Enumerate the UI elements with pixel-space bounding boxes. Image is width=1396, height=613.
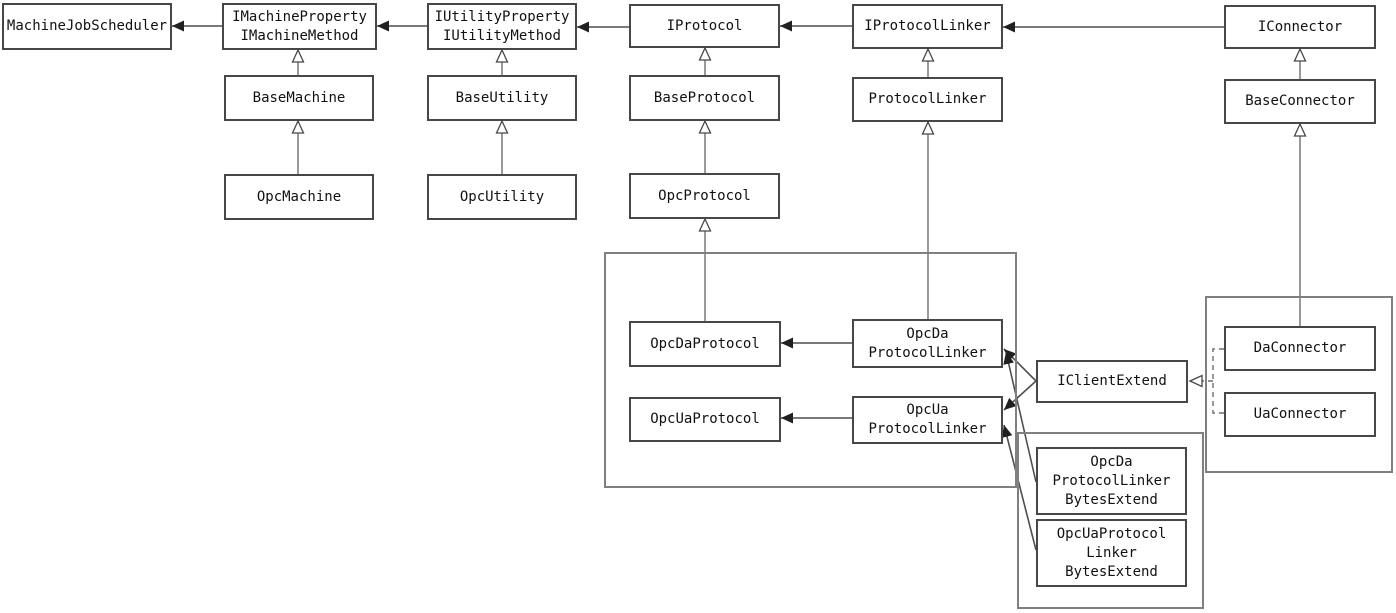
node-label: UaConnector (1253, 406, 1347, 422)
node-opc-utility[interactable]: OpcUtility (427, 174, 577, 220)
node-da-connector[interactable]: DaConnector (1224, 326, 1376, 371)
node-label: IProtocolLinker (864, 18, 991, 34)
edge-opc-ua-protocol-linker-bytes-extend--opc-ua-protocol-linker (1001, 424, 1037, 551)
edge-opc-da-protocol-linker-bytes-extend--opc-da-protocol-linker (1003, 351, 1037, 483)
node-base-utility[interactable]: BaseUtility (427, 75, 577, 121)
edge-group (172, 20, 1307, 551)
node-protocol-linker[interactable]: ProtocolLinker (852, 77, 1003, 122)
node-label: IConnector (1257, 18, 1343, 35)
node-label: OpcUaProtocol (1056, 525, 1167, 542)
node-label: BaseConnector (1245, 93, 1355, 109)
node-label: IProtocol (666, 17, 743, 34)
node-label: OpcDa (906, 325, 949, 342)
node-opc-ua-protocol[interactable]: OpcUaProtocol (629, 397, 781, 442)
node-label: OpcUtility (459, 188, 545, 205)
node-i-protocol-linker[interactable]: IProtocolLinker (852, 4, 1003, 49)
node-label: BytesExtend (1065, 491, 1158, 508)
node-label: OpcUaProtocol (650, 411, 760, 427)
node-machine-job-scheduler[interactable]: MachineJobScheduler (2, 3, 172, 50)
node-i-connector[interactable]: IConnector (1224, 5, 1376, 49)
node-label: OpcProtocol (658, 187, 751, 204)
node-label: MachineJobScheduler (6, 18, 168, 34)
node-label: OpcDaProtocol (650, 335, 760, 352)
node-label: IUtilityProperty (434, 8, 570, 25)
node-label: OpcDa (1090, 453, 1133, 470)
node-i-protocol[interactable]: IProtocol (629, 4, 780, 48)
node-base-protocol[interactable]: BaseProtocol (629, 75, 780, 121)
node-opc-protocol[interactable]: OpcProtocol (629, 173, 780, 219)
node-opc-machine[interactable]: OpcMachine (224, 174, 374, 220)
node-label: DaConnector (1253, 340, 1347, 356)
node-label: BaseMachine (252, 89, 346, 106)
node-label: IMachineMethod (240, 27, 359, 44)
node-opc-da-protocol[interactable]: OpcDaProtocol (629, 321, 781, 367)
node-label: OpcUa (906, 402, 949, 418)
node-label: ProtocolLinker (1052, 472, 1171, 489)
node-label: Linker (1086, 544, 1137, 561)
bytes-extend-group[interactable] (1017, 432, 1204, 609)
node-label: BaseProtocol (653, 89, 756, 106)
node-label: OpcMachine (256, 188, 342, 205)
node-i-client-extend[interactable]: IClientExtend (1036, 360, 1188, 403)
node-ua-connector[interactable]: UaConnector (1224, 392, 1376, 437)
node-label: BytesExtend (1065, 563, 1158, 580)
node-label: ProtocolLinker (868, 421, 987, 437)
connector-group[interactable] (1205, 296, 1393, 473)
node-label: IMachineProperty (232, 8, 367, 25)
node-label: ProtocolLinker (868, 344, 987, 361)
node-label: BaseUtility (455, 89, 549, 106)
node-base-machine[interactable]: BaseMachine (224, 75, 374, 121)
edge-i-client-extend--opc-ua-protocol-linker (1003, 380, 1037, 411)
node-label: ProtocolLinker (868, 91, 987, 107)
node-label: IUtilityMethod (442, 27, 561, 44)
node-base-connector[interactable]: BaseConnector (1224, 79, 1376, 124)
protocol-group[interactable] (604, 252, 1017, 488)
node-label: IClientExtend (1057, 373, 1167, 389)
